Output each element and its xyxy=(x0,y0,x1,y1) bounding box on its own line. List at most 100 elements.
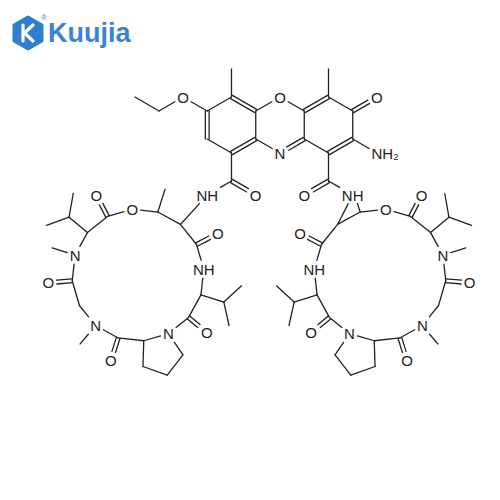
atom-label: O xyxy=(273,90,287,105)
bond-line xyxy=(87,216,107,232)
atom-label: O xyxy=(125,202,139,217)
bond-line xyxy=(116,339,120,353)
bond-line xyxy=(118,338,144,341)
bond-line xyxy=(335,355,351,375)
atom-label: O xyxy=(249,188,263,203)
bond-line xyxy=(231,183,247,192)
atom-label: O xyxy=(304,325,318,340)
bond-line xyxy=(72,264,74,281)
bond-line xyxy=(445,194,449,218)
bond-line xyxy=(352,111,353,139)
atom-label: NH xyxy=(195,188,219,203)
bond-line xyxy=(197,245,202,261)
bond-line xyxy=(354,103,370,112)
bond-line xyxy=(451,248,466,253)
atom-label: O xyxy=(463,275,477,290)
atom-label: O xyxy=(400,353,414,368)
bond-line xyxy=(351,366,375,375)
bond-line xyxy=(79,305,88,316)
atom-label: O xyxy=(297,188,311,203)
bond-line xyxy=(431,233,439,247)
bond-line xyxy=(232,141,256,155)
atom-label: O xyxy=(200,325,214,340)
bond-line xyxy=(207,139,231,153)
bond-line xyxy=(176,317,188,327)
bond-line xyxy=(303,95,327,109)
bond-line xyxy=(191,102,207,111)
bond-line xyxy=(231,69,232,97)
bond-line xyxy=(69,217,87,232)
watermark-brand: Kuujia xyxy=(48,18,131,48)
bond-line xyxy=(446,279,462,280)
atom-label: NH xyxy=(302,262,326,277)
bond-line xyxy=(374,338,400,341)
bond-line xyxy=(430,334,438,344)
atom-label: N xyxy=(416,318,429,333)
bond-line xyxy=(409,203,415,215)
atom-label: O xyxy=(90,188,104,203)
bond-line xyxy=(398,339,402,353)
bond-line xyxy=(317,295,329,318)
bond-line xyxy=(196,236,209,243)
bond-line xyxy=(289,141,306,151)
bond-line xyxy=(208,111,209,139)
bond-line xyxy=(444,264,446,281)
bond-line xyxy=(315,278,317,295)
bond-line xyxy=(190,316,200,325)
bond-line xyxy=(352,100,368,109)
atom-label: O xyxy=(293,226,307,241)
bond-line xyxy=(80,334,88,344)
bond-line xyxy=(187,319,197,328)
trademark-sign: ® xyxy=(41,13,47,22)
bond-line xyxy=(103,330,118,338)
bond-line xyxy=(231,153,232,181)
atom-label: N xyxy=(437,248,450,263)
atom-label: N xyxy=(162,326,175,341)
atom-label: O xyxy=(176,90,190,105)
bond-line xyxy=(311,179,327,188)
bond-line xyxy=(108,212,124,217)
bond-line xyxy=(431,217,449,232)
atom-label: O xyxy=(42,275,56,290)
bond-line xyxy=(72,281,79,306)
bond-line xyxy=(112,337,116,351)
bond-line xyxy=(255,111,256,139)
bond-line xyxy=(256,102,272,111)
bond-line xyxy=(220,181,231,187)
bond-line xyxy=(410,216,430,232)
bond-line xyxy=(142,341,144,367)
bond-line xyxy=(99,205,105,217)
bond-line xyxy=(320,319,330,328)
bond-line xyxy=(57,279,73,280)
bond-line xyxy=(289,302,294,325)
bond-line xyxy=(224,286,242,302)
bond-line xyxy=(287,137,304,147)
bond-line xyxy=(232,95,256,109)
logo-mark xyxy=(23,25,33,41)
atom-label: N xyxy=(69,248,82,263)
bond-line xyxy=(205,111,206,139)
bond-line xyxy=(304,111,305,139)
bond-line xyxy=(276,286,294,302)
bond-line xyxy=(313,183,329,192)
bond-line xyxy=(446,283,462,284)
bond-line xyxy=(80,233,88,247)
bond-line xyxy=(158,212,181,224)
bond-line xyxy=(318,316,328,325)
bond-line xyxy=(232,179,248,188)
bond-line xyxy=(360,210,377,212)
atom-label: O xyxy=(379,202,393,217)
bond-line xyxy=(329,97,353,111)
bond-line xyxy=(307,239,320,246)
bond-line xyxy=(69,194,73,218)
bond-line xyxy=(328,153,329,181)
bond-line xyxy=(329,181,340,187)
bond-line xyxy=(47,217,70,225)
bond-line xyxy=(402,337,406,351)
atom-label: NH₂ xyxy=(370,146,400,161)
bond-line xyxy=(353,139,369,148)
bond-line xyxy=(429,305,438,316)
bond-line xyxy=(201,278,203,295)
bond-line xyxy=(52,248,67,253)
